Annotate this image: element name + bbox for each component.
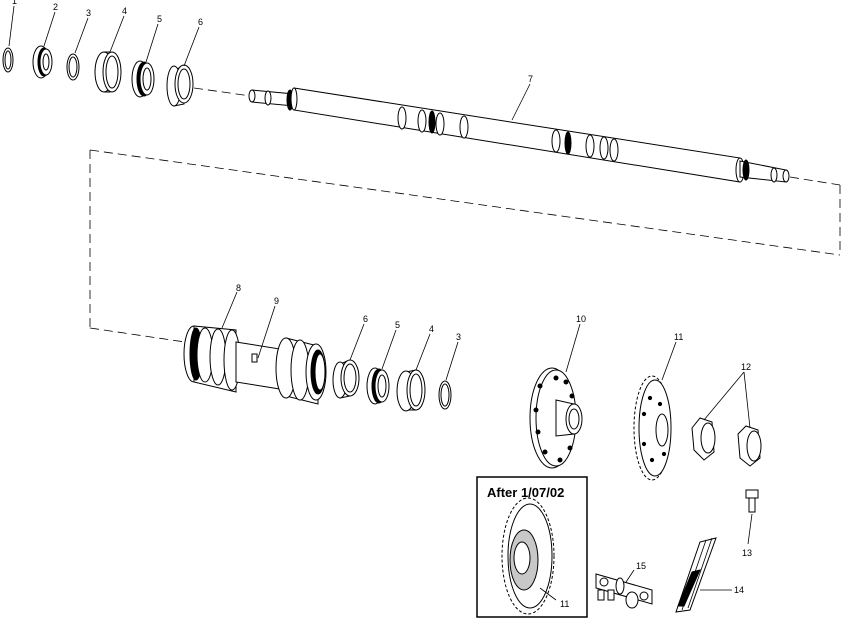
part-14-chain bbox=[675, 537, 717, 613]
callout-6b: 6 bbox=[363, 314, 368, 324]
callout-7: 7 bbox=[528, 74, 533, 84]
part-10-hub bbox=[529, 367, 583, 469]
callout-3: 3 bbox=[86, 8, 91, 18]
part-12-nut bbox=[691, 417, 762, 467]
callout-4a: 4 bbox=[122, 6, 127, 16]
part-4b-bushing bbox=[396, 369, 426, 412]
part-15-master-link bbox=[595, 573, 653, 609]
part-5-bearing bbox=[131, 60, 155, 98]
callout-13: 13 bbox=[742, 548, 752, 558]
inset-box: After 1/07/02 11 bbox=[476, 476, 588, 618]
part-8-carrier-housing bbox=[183, 325, 327, 405]
part-6b-seal bbox=[332, 359, 360, 399]
callout-6a: 6 bbox=[198, 17, 203, 27]
part-1-o-ring bbox=[2, 47, 14, 73]
part-4-bushing bbox=[94, 51, 122, 93]
part-7-shaft bbox=[248, 87, 790, 183]
inset-sprocket bbox=[501, 497, 555, 615]
part-3-snap-ring bbox=[66, 53, 80, 81]
callout-10: 10 bbox=[576, 314, 586, 324]
callout-5b: 5 bbox=[395, 320, 400, 330]
part-9-grease-fitting bbox=[251, 353, 258, 363]
callout-3b: 3 bbox=[456, 332, 461, 342]
callout-14: 14 bbox=[734, 585, 744, 595]
part-5b-bearing bbox=[366, 367, 390, 405]
callout-2: 2 bbox=[53, 2, 58, 12]
callout-8: 8 bbox=[236, 283, 241, 293]
part-2-bearing bbox=[32, 45, 53, 79]
callout-5a: 5 bbox=[157, 14, 162, 24]
inset-title: After 1/07/02 bbox=[487, 485, 564, 500]
callout-12: 12 bbox=[741, 362, 751, 372]
callout-15: 15 bbox=[636, 561, 646, 571]
part-3b-snap-ring bbox=[438, 380, 452, 410]
callout-11b: 11 bbox=[560, 599, 569, 609]
part-11-sprocket bbox=[633, 375, 672, 481]
part-13-bolt bbox=[745, 489, 759, 513]
part-6-seal bbox=[166, 64, 194, 107]
callout-9: 9 bbox=[274, 296, 279, 306]
callout-1: 1 bbox=[12, 0, 17, 6]
callout-4b: 4 bbox=[429, 324, 434, 334]
callout-11a: 11 bbox=[674, 332, 683, 342]
